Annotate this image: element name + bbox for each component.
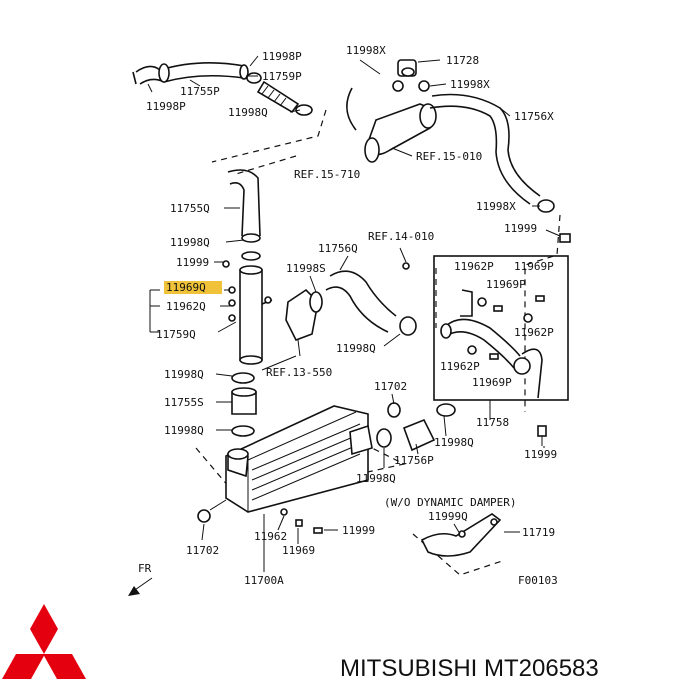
brand-caption: MITSUBISHI MT206583 <box>340 655 599 682</box>
label-11758: 11758 <box>476 416 509 429</box>
label-11998x-right: 11998X <box>476 200 516 213</box>
label-11999-left: 11999 <box>176 256 209 269</box>
label-11756p: 11756P <box>394 454 434 467</box>
label-11702-bot: 11702 <box>186 544 219 557</box>
label-11755s: 11755S <box>164 396 204 409</box>
label-11969p-tr: 11969P <box>514 260 554 273</box>
label-11759q: 11759Q <box>156 328 196 341</box>
label-fr: FR <box>138 562 152 575</box>
label-ref-15-710: REF.15-710 <box>294 168 360 181</box>
hose-11756x <box>429 93 555 213</box>
pipe-15-010 <box>346 87 437 163</box>
label-11962q: 11962Q <box>166 300 206 313</box>
highlight-11969q <box>164 281 222 294</box>
label-11969p-bot: 11969P <box>472 376 512 389</box>
label-ref-15-010: REF.15-010 <box>416 150 482 163</box>
label-11998x-mid: 11998X <box>450 78 490 91</box>
label-ref-13-550: REF.13-550 <box>266 366 332 379</box>
label-11755p: 11755P <box>180 85 220 98</box>
hose-11755q <box>227 169 261 261</box>
label-ref-14-010: REF.14-010 <box>368 230 434 243</box>
clamps-left <box>231 372 257 437</box>
hose-11759p <box>246 72 313 116</box>
pipe-11759q <box>222 260 273 365</box>
label-f00103: F00103 <box>518 574 558 587</box>
label-11756x: 11756X <box>514 110 554 123</box>
label-11998q-c: 11998Q <box>336 342 376 355</box>
label-11759p: 11759P <box>262 70 302 83</box>
label-11969q: 11969Q <box>166 281 206 294</box>
inset-box-11758 <box>433 255 569 401</box>
label-11999-right: 11999 <box>504 222 537 235</box>
label-11998q-left2: 11998Q <box>164 368 204 381</box>
label-11719: 11719 <box>522 526 555 539</box>
label-11998p-top: 11998P <box>262 50 302 63</box>
label-11700a: 11700A <box>244 574 284 587</box>
bolt-11999-r <box>559 233 571 243</box>
label-11999-br: 11999 <box>524 448 557 461</box>
label-11999-bot: 11999 <box>342 524 375 537</box>
part-11728 <box>392 59 430 92</box>
mitsubishi-three-diamonds-logo <box>2 604 86 679</box>
hose-11756q <box>309 262 417 336</box>
label-11702-mid: 11702 <box>374 380 407 393</box>
label-11969p-mid: 11969P <box>486 278 526 291</box>
label-damper-note: (W/O DYNAMIC DAMPER) <box>384 496 516 509</box>
label-11998q-c2: 11998Q <box>356 472 396 485</box>
hose-11756p <box>376 403 456 452</box>
label-11998q-top: 11998Q <box>228 106 268 119</box>
label-11999q: 11999Q <box>428 510 468 523</box>
part-labels: 11998P 11998X 11728 11759P 11998X 11755P… <box>138 44 558 587</box>
label-11998q-mid: 11998Q <box>170 236 210 249</box>
label-11756q: 11756Q <box>318 242 358 255</box>
label-11728: 11728 <box>446 54 479 67</box>
leader-lines <box>147 55 561 572</box>
label-11962p-right: 11962P <box>514 326 554 339</box>
dashed-routing-lines <box>195 109 561 576</box>
fr-direction-arrow-icon <box>128 577 153 596</box>
label-11962p-bot: 11962P <box>440 360 480 373</box>
label-11998x-top: 11998X <box>346 44 386 57</box>
label-11998s: 11998S <box>286 262 326 275</box>
intercooler-11700a <box>197 405 373 534</box>
label-11962: 11962 <box>254 530 287 543</box>
label-11962p-tl: 11962P <box>454 260 494 273</box>
label-11755q: 11755Q <box>170 202 210 215</box>
bolt-11999-br <box>537 425 547 446</box>
bracket-11719 <box>420 513 502 557</box>
label-11969: 11969 <box>282 544 315 557</box>
clamp-11702 <box>387 402 401 418</box>
label-11998q-left3: 11998Q <box>164 424 204 437</box>
label-11998q-r2: 11998Q <box>434 436 474 449</box>
label-11998p-left: 11998P <box>146 100 186 113</box>
